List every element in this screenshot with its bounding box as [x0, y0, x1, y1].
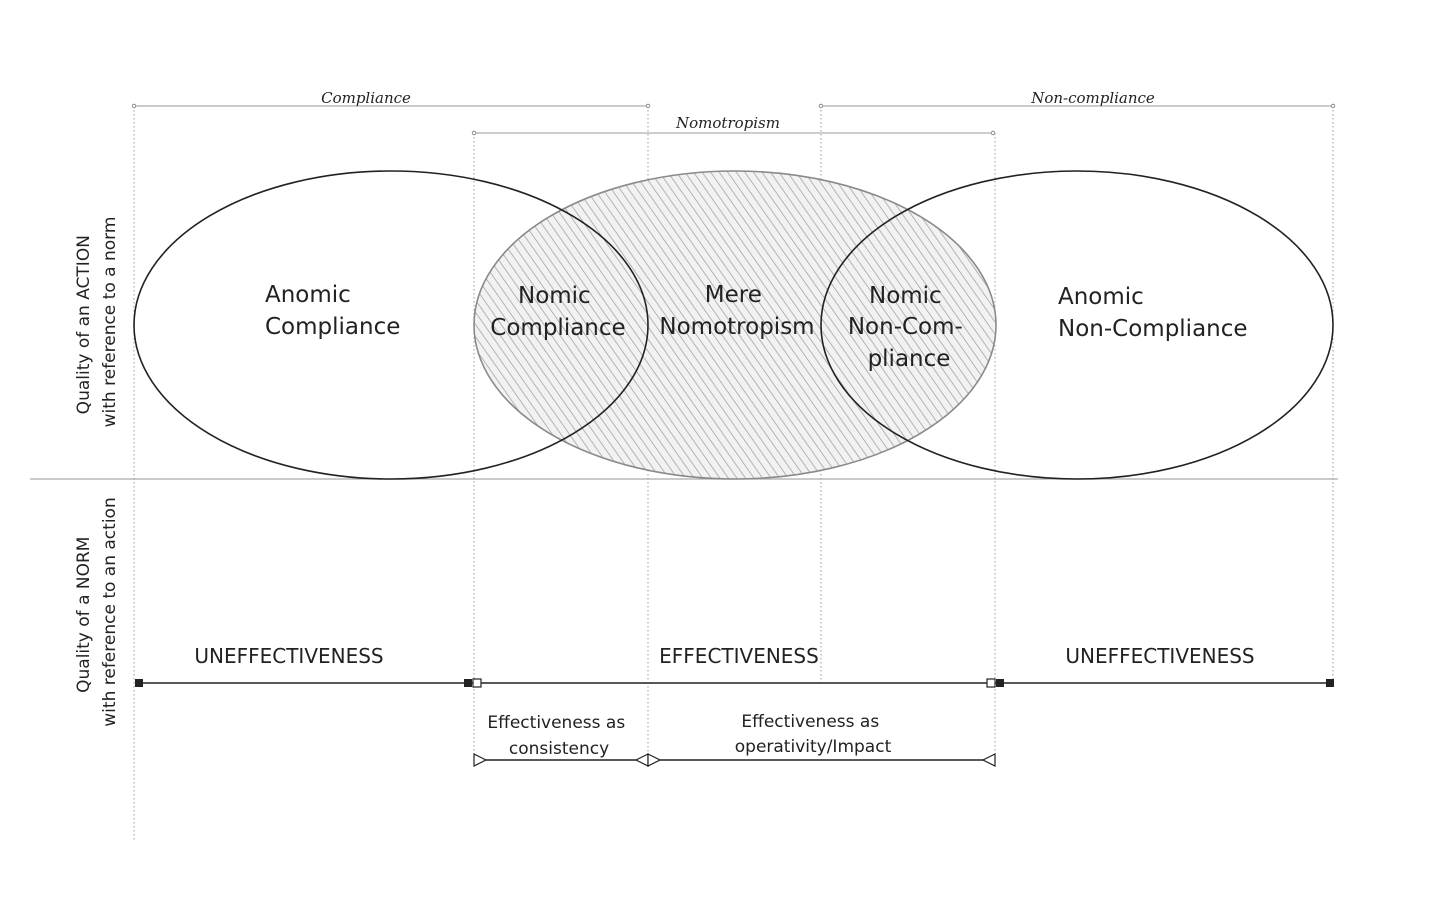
action-axis-label: Quality of an ACTION with reference to a…	[74, 217, 120, 428]
scale-endpoint	[472, 678, 482, 688]
nomotropism-bracket: Nomotropism	[471, 114, 996, 136]
mere-nomotropism-label: Mere Nomotropism	[659, 282, 814, 340]
non-compliance-header: Non-compliance	[1030, 89, 1155, 107]
nomotropism-header: Nomotropism	[675, 114, 780, 132]
left-uneffectiveness-label: UNEFFECTIVENESS	[194, 644, 383, 668]
nomotropism-ellipse	[473, 170, 997, 480]
scale-endpoint	[464, 679, 472, 687]
effectiveness-label: EFFECTIVENESS	[659, 644, 819, 668]
norm-axis-label: Quality of a NORM with reference to an a…	[74, 497, 120, 726]
range-marker	[647, 753, 662, 767]
effectiveness-scale	[135, 678, 1334, 688]
right-uneffectiveness-label: UNEFFECTIVENESS	[1065, 644, 1254, 668]
compliance-bracket: Compliance	[131, 89, 651, 109]
scale-endpoint	[996, 679, 1004, 687]
non-compliance-bracket: Non-compliance	[818, 89, 1336, 109]
scale-endpoint	[135, 679, 143, 687]
anomic-compliance-label: Anomic Compliance	[265, 282, 400, 340]
scale-endpoint	[1326, 679, 1334, 687]
compliance-header: Compliance	[321, 89, 411, 107]
anomic-compliance-ellipse	[133, 170, 649, 480]
anomic-non-compliance-ellipse	[820, 170, 1334, 480]
consistency-label: Effectiveness as consistency	[487, 713, 630, 759]
anomic-non-compliance-label: Anomic Non-Compliance	[1058, 284, 1248, 342]
nomic-compliance-label: Nomic Compliance	[490, 283, 625, 341]
operativity-label: Effectiveness as operativity/Impact	[735, 712, 892, 757]
range-marker	[981, 753, 996, 767]
nomic-non-compliance-label: Nomic Non-Com- pliance	[848, 283, 970, 372]
range-marker	[634, 753, 649, 767]
sub-band-scale	[473, 753, 996, 767]
scale-endpoint	[986, 678, 996, 688]
range-marker	[473, 753, 488, 767]
